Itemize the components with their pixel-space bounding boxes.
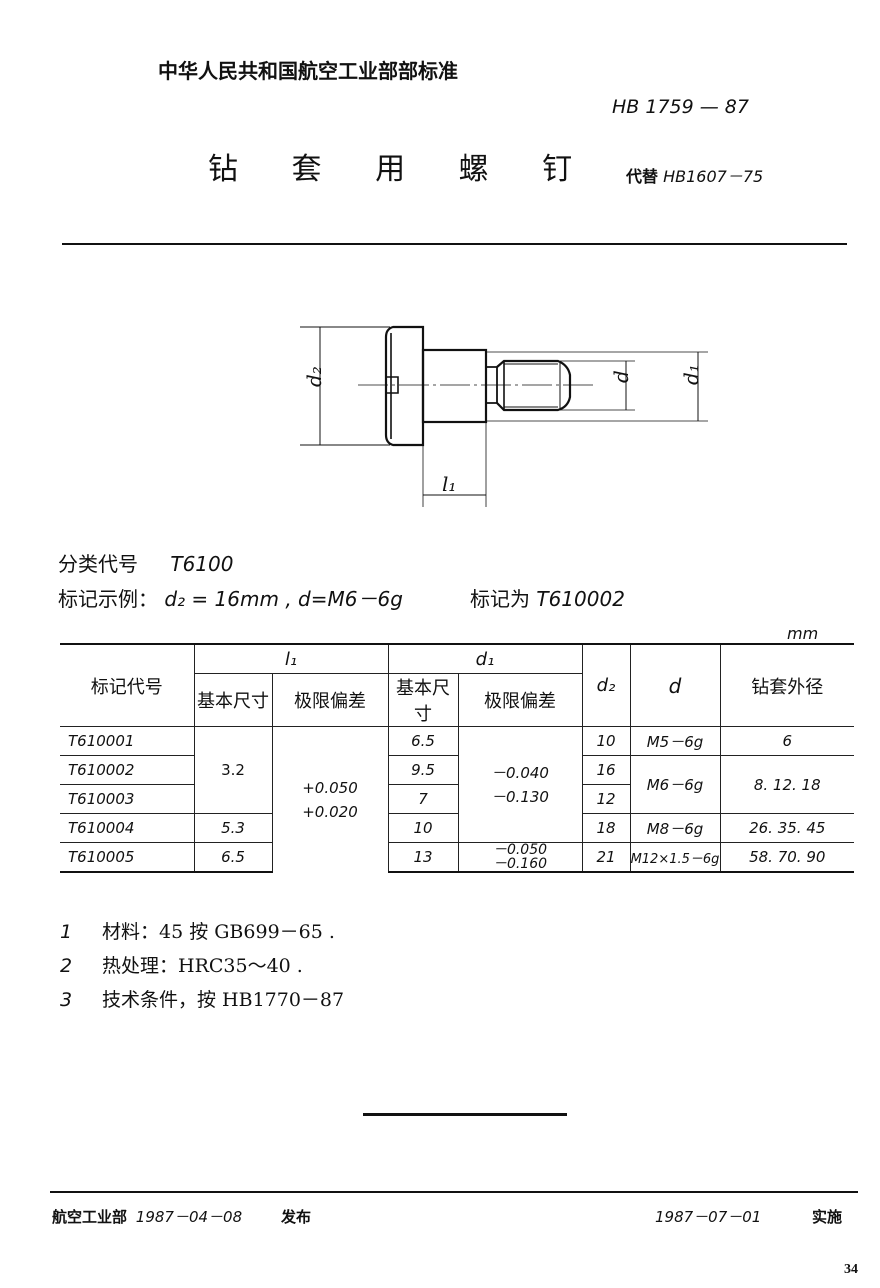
issue-label: 发布: [280, 1208, 311, 1226]
header-d1: d₁: [387, 643, 583, 674]
header-d1-dev: 极限偏差: [457, 673, 583, 727]
note-item: 1 材料：45 按 GB699－65 .: [60, 915, 344, 949]
table-row: T610005 6.5 13 －0.050 －0.160 21 M12×1.5－…: [60, 842, 854, 873]
header-code: 标记代号: [60, 643, 195, 727]
header-divider: [62, 243, 847, 245]
replaces-value: HB1607－75: [663, 167, 764, 186]
l1-basic-cell: 5.3: [193, 813, 273, 843]
dimension-table: 标记代号 l₁ d₁ d₂ d 钻套外径 基本尺寸 极限偏差 基本尺寸 极限偏差…: [60, 643, 854, 873]
note-text: 热处理：HRC35～40 .: [102, 955, 303, 977]
d-cell: M6－6g: [629, 755, 721, 814]
replaces-standard: 代替 HB1607－75: [626, 163, 763, 187]
table-row: T610003 7 12: [60, 784, 854, 814]
bushing-cell: 8. 12. 18: [719, 755, 854, 814]
table-row: T610001 3.2 +0.050 +0.020 6.5 －0.040 －0.…: [60, 726, 854, 872]
header-d1-basic: 基本尺寸: [387, 673, 459, 727]
label-d1: d₁: [679, 364, 703, 385]
issuer: 航空工业部: [52, 1208, 128, 1226]
note-number: 3: [60, 989, 73, 1011]
replaces-label: 代替: [626, 167, 659, 186]
l1-dev-lower: +0.020: [302, 802, 358, 821]
issuing-organization: 中华人民共和国航空工业部部标准: [158, 59, 458, 83]
d2-cell: 18: [581, 813, 631, 843]
marking-example-value: d₂ = 16mm , d=M6－6g: [164, 587, 403, 611]
effective-date: 1987－07－01: [655, 1208, 762, 1226]
note-text: 材料：45 按 GB699－65 .: [102, 921, 335, 943]
d-cell: M5－6g: [629, 726, 721, 756]
class-code-value: T6100: [170, 552, 234, 576]
header-d2: d₂: [581, 643, 631, 727]
marked-as-value: T610002: [536, 587, 625, 611]
l1-basic-cell: 3.2: [193, 726, 273, 814]
header-l1-dev: 极限偏差: [271, 673, 389, 727]
marking-example-label: 标记示例：: [58, 587, 158, 611]
d1-dev-upper: －0.040: [491, 763, 549, 782]
header-l1-basic: 基本尺寸: [193, 673, 273, 727]
code-cell: T610001: [60, 726, 195, 756]
header-bushing-od: 钻套外径: [719, 643, 854, 727]
code-cell: T610005: [60, 842, 195, 873]
screw-drawing: d₂ d d₁ l₁: [300, 325, 708, 507]
label-l1: l₁: [442, 472, 456, 496]
code-cell: T610002: [60, 755, 195, 785]
note-text: 技术条件，按 HB1770－87: [102, 989, 345, 1011]
bushing-cell: 26. 35. 45: [719, 813, 854, 843]
d-cell: M12×1.5－6g: [629, 842, 721, 873]
d1-dev-lower: －0.130: [491, 787, 549, 806]
label-d2: d₂: [302, 366, 326, 387]
bushing-cell: 6: [719, 726, 854, 756]
classification-code: 分类代号 T6100: [58, 548, 233, 577]
code-cell: T610004: [60, 813, 195, 843]
d1-basic-cell: 6.5: [387, 726, 459, 756]
l1-dev-cell: +0.050 +0.020: [271, 726, 389, 872]
code-cell: T610003: [60, 784, 195, 814]
d1-dev-cell: －0.040 －0.130: [457, 726, 583, 843]
effective-label: 实施: [812, 1208, 843, 1226]
d-cell: M8－6g: [629, 813, 721, 843]
issue-date: 1987－04－08: [135, 1208, 243, 1226]
note-item: 2 热处理：HRC35～40 .: [60, 949, 344, 983]
end-of-content-rule: [363, 1113, 567, 1116]
standard-number: HB 1759 — 87: [612, 96, 749, 118]
table-row: T610002 9.5 16 M6－6g 8. 12. 18: [60, 755, 854, 814]
note-item: 3 技术条件，按 HB1770－87: [60, 983, 344, 1017]
header-d: d: [629, 643, 721, 727]
marked-as-label: 标记为: [470, 587, 530, 611]
technical-notes: 1 材料：45 按 GB699－65 . 2 热处理：HRC35～40 . 3 技术条…: [60, 915, 344, 1017]
d1-dev-cell: －0.050 －0.160: [457, 842, 583, 873]
table-row: T610004 5.3 10 18 M8－6g 26. 35. 45: [60, 813, 854, 843]
page-number: 34: [844, 1262, 858, 1277]
l1-dev-upper: +0.050: [302, 778, 358, 797]
document-title: 钻 套 用 螺 钉: [208, 152, 595, 187]
table-unit: mm: [787, 624, 819, 643]
l1-basic-cell: 6.5: [193, 842, 273, 873]
label-d: d: [609, 370, 633, 383]
d1-basic-cell: 9.5: [387, 755, 459, 785]
d2-cell: 12: [581, 784, 631, 814]
class-code-label: 分类代号: [58, 552, 138, 576]
d1-dev-upper: －0.050: [492, 842, 548, 858]
marking-example: 标记示例： d₂ = 16mm , d=M6－6g: [58, 583, 403, 612]
d2-cell: 16: [581, 755, 631, 785]
marked-as: 标记为 T610002: [470, 583, 625, 612]
d2-cell: 21: [581, 842, 631, 873]
footer-issue: 航空工业部 1987－04－08 发布: [52, 1206, 311, 1227]
d1-basic-cell: 7: [387, 784, 459, 814]
note-number: 1: [60, 921, 73, 943]
d1-basic-cell: 10: [387, 813, 459, 843]
note-number: 2: [60, 955, 73, 977]
d1-dev-lower: －0.160: [492, 856, 548, 872]
footer-divider: [50, 1191, 858, 1193]
d2-cell: 10: [581, 726, 631, 756]
d1-basic-cell: 13: [387, 842, 459, 873]
bushing-cell: 58. 70. 90: [719, 842, 854, 873]
header-l1: l₁: [193, 643, 389, 674]
